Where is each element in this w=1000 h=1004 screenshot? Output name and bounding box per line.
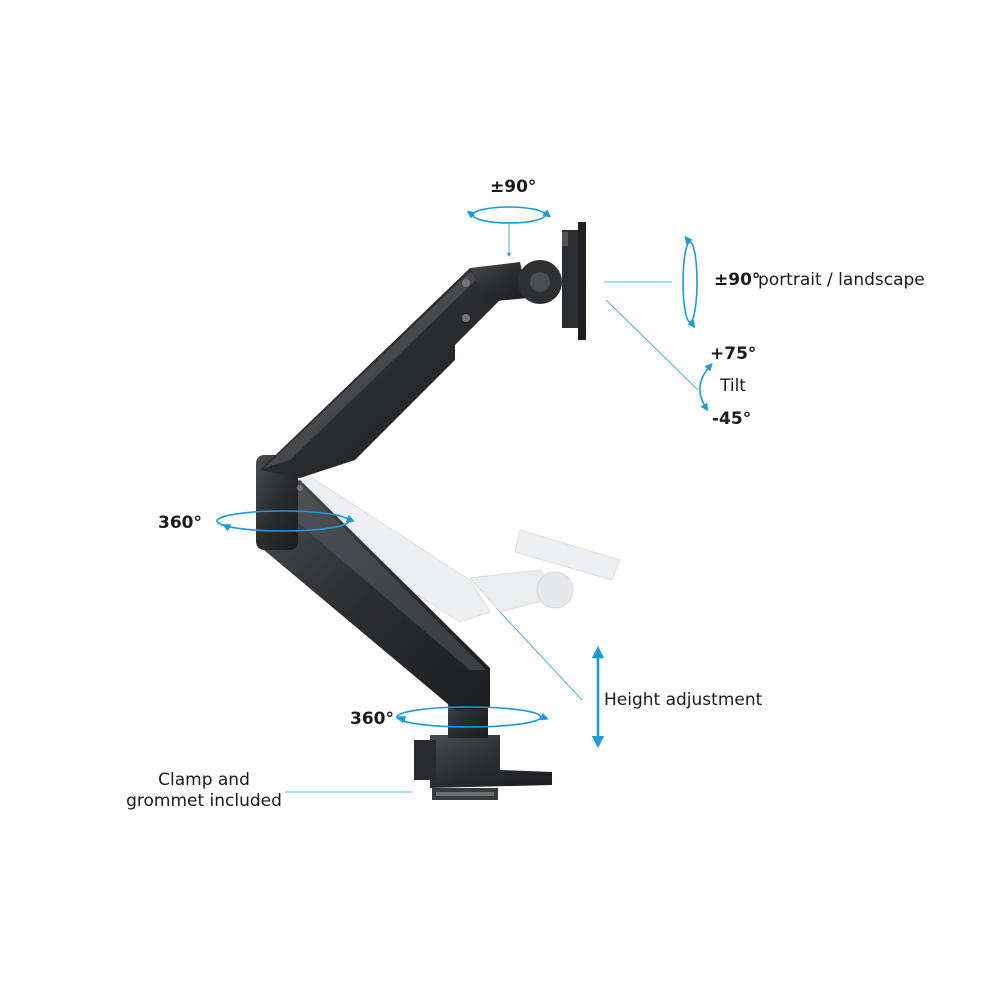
clamp-label: Clamp and grommet included [114,770,294,812]
clamp-label-line2: grommet included [126,791,282,811]
lower-arm [258,480,490,738]
ghost-arm [294,469,621,623]
height-adjustment-label: Height adjustment [604,690,763,710]
tilt-down-label: -45° [712,409,752,429]
swivel-top-arrow [466,206,552,224]
clamp-label-line1: Clamp and [158,770,250,790]
clamp-base [414,735,552,800]
callout-lines [285,222,699,793]
base-swivel-arrow [396,706,549,728]
tilt-arrow [699,363,713,412]
elbow-swivel-label: 360° [158,513,202,533]
elbow-swivel-arrow [216,510,355,532]
base-swivel-label: 360° [350,709,394,729]
upper-arm [260,268,500,478]
rotation-arrow [682,235,698,329]
tilt-up-label: +75° [710,344,757,364]
tilt-label: Tilt [720,376,746,396]
rotation-text-label: portrait / landscape [758,270,925,290]
rotation-degrees-label: ±90° [714,270,761,290]
swivel-top-label: ±90° [490,177,537,197]
monitor-head [470,222,586,340]
